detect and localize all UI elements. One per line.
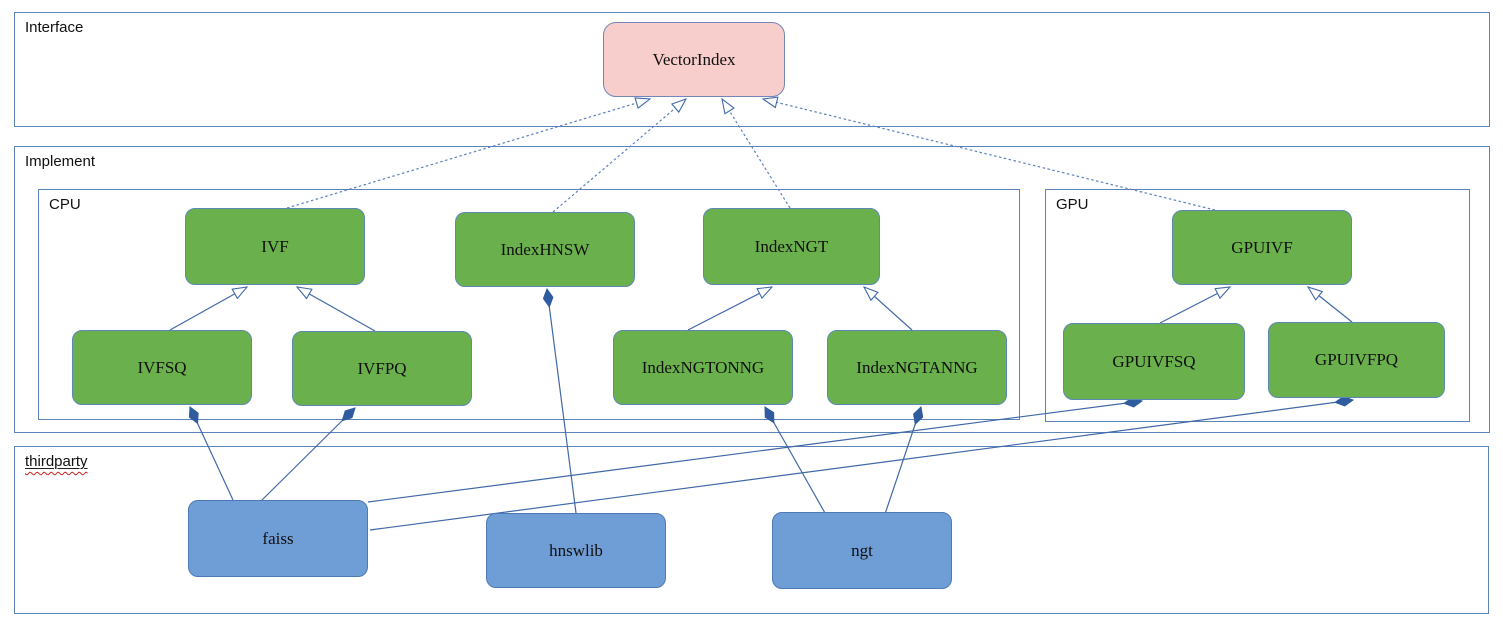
- edge-faiss-gpuivfpq: [369, 400, 1353, 531]
- edge-ngt-indexngtanng: [884, 407, 921, 515]
- edge-ivfpq-ivf: [297, 287, 376, 332]
- edge-ngt-indexngtonng: [765, 407, 826, 514]
- node-gpuivfsq[interactable]: GPUIVFSQ: [1063, 323, 1245, 400]
- edge-gpuivfpq-gpuivf: [1308, 287, 1353, 323]
- container-gpu-label: GPU: [1056, 196, 1089, 213]
- node-ivfpq[interactable]: IVFPQ: [292, 331, 472, 406]
- node-ivfsq[interactable]: IVFSQ: [72, 330, 252, 405]
- node-gpuivfpq[interactable]: GPUIVFPQ: [1268, 322, 1445, 398]
- edge-indexhnsw-vectorindex: [552, 99, 686, 213]
- edge-indexngtonng-indexngt: [687, 287, 772, 331]
- node-indexngt[interactable]: IndexNGT: [703, 208, 880, 285]
- node-ngt[interactable]: ngt: [772, 512, 952, 589]
- edge-faiss-gpuivfsq: [367, 401, 1142, 503]
- container-interface-label: Interface: [25, 19, 84, 36]
- edge-faiss-ivfsq: [190, 407, 234, 501]
- node-indexngtanng[interactable]: IndexNGTANNG: [827, 330, 1007, 405]
- edge-gpuivfsq-gpuivf: [1159, 287, 1230, 324]
- node-faiss[interactable]: faiss: [188, 500, 368, 577]
- edge-faiss-ivfpq: [261, 408, 355, 501]
- container-thirdparty-label: thirdparty: [25, 453, 88, 470]
- container-thirdparty[interactable]: thirdparty: [14, 446, 1489, 614]
- container-cpu-label: CPU: [49, 196, 81, 213]
- node-hnswlib[interactable]: hnswlib: [486, 513, 666, 588]
- edge-ivf-vectorindex: [286, 99, 650, 209]
- container-implement-label: Implement: [25, 153, 96, 170]
- node-vectorindex[interactable]: VectorIndex: [603, 22, 785, 97]
- edge-gpuivf-vectorindex: [763, 99, 1216, 211]
- edge-indexngtanng-indexngt: [864, 287, 913, 331]
- node-indexhnsw[interactable]: IndexHNSW: [455, 212, 635, 287]
- node-indexngtonng[interactable]: IndexNGTONNG: [613, 330, 793, 405]
- container-interface[interactable]: Interface: [14, 12, 1490, 127]
- container-gpu[interactable]: GPU: [1045, 189, 1470, 422]
- edge-indexngt-vectorindex: [722, 99, 791, 209]
- node-ivf[interactable]: IVF: [185, 208, 365, 285]
- edge-hnswlib-indexhnsw: [547, 289, 577, 514]
- node-gpuivf[interactable]: GPUIVF: [1172, 210, 1352, 285]
- edge-ivfsq-ivf: [169, 287, 247, 331]
- container-cpu[interactable]: CPU: [38, 189, 1020, 420]
